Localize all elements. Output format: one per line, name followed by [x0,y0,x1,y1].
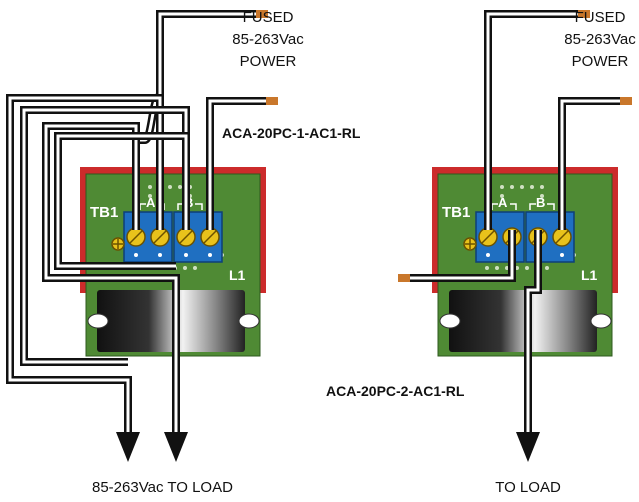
bottom-label-left: 85-263Vac TO LOAD [92,479,233,496]
inductor-label-left: L1 [229,267,246,283]
power-label-left: FUSED 85-263Vac POWER [232,9,304,70]
arrow-down-icon-left-2 [164,432,188,462]
bottom-label-right: TO LOAD [495,479,561,496]
power-label-right-line-2: 85-263Vac [564,31,636,48]
wire-tips-left [256,10,278,105]
inductor-label-right: L1 [581,267,598,283]
terminal-b-label-right: B [536,195,545,210]
power-label-right-line-3: POWER [572,53,629,70]
power-label-left-line-3: POWER [240,53,297,70]
terminal-block-label-left: TB1 [90,204,118,221]
arrow-down-icon-left-1 [116,432,140,462]
wire-tips-right [398,10,632,282]
power-label-right-line-1: FUSED [575,9,626,26]
model-label-right: ACA-20PC-2-AC1-RL [326,383,465,399]
terminal-a-label-left: A [146,195,156,210]
model-label-left: ACA-20PC-1-AC1-RL [222,125,361,141]
power-label-left-line-1: FUSED [243,9,294,26]
terminal-block-label-right: TB1 [442,204,470,221]
wires-right [408,10,622,440]
inductor-core-left [97,290,245,352]
terminal-pins-left [134,253,212,257]
power-label-right: FUSED 85-263Vac POWER [564,9,636,70]
screw-icons-right [463,227,572,251]
terminal-a-label-right: A [498,195,508,210]
power-label-left-line-2: 85-263Vac [232,31,304,48]
arrow-down-icon-right [516,432,540,462]
inductor-core-right [449,290,597,352]
wires-left [6,10,268,440]
